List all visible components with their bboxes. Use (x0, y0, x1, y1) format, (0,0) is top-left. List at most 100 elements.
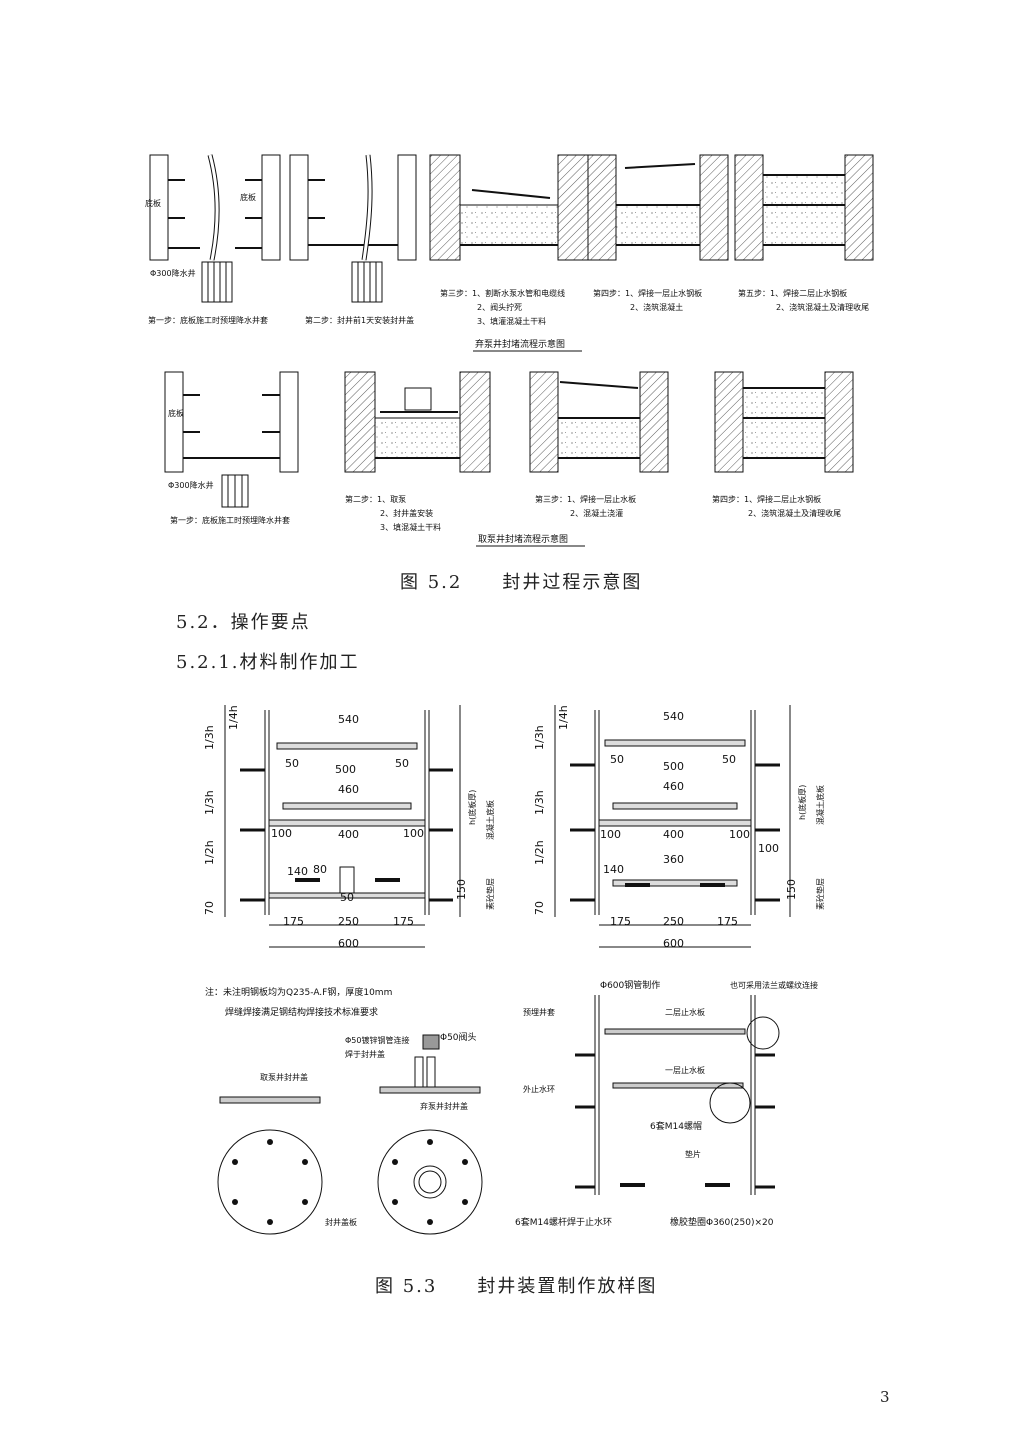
dim: 1/4h (557, 705, 570, 730)
top-step3-line2: 2、阀头拧死 (477, 302, 522, 312)
top-step3-line1: 第三步：1、割断水泵水管和电缆线 (440, 288, 565, 298)
bottom-step2-line1: 第二步：1、取泵 (345, 494, 406, 504)
dim: 250 (663, 915, 684, 928)
dim: 100 (403, 827, 424, 840)
dim: 500 (663, 760, 684, 773)
top-step4-line2: 2、浇筑混凝土 (630, 302, 683, 312)
dim: 1/3h (203, 725, 216, 750)
cover-plate-label: 封井盖板 (325, 1217, 357, 1227)
top-step5 (734, 154, 874, 261)
bottom-step3 (529, 371, 669, 473)
layer2-label: 二层止水板 (665, 1007, 705, 1017)
assembly-drawing (575, 995, 780, 1195)
dim: 1/4h (227, 705, 240, 730)
dim: 400 (663, 828, 684, 841)
dim: 540 (338, 713, 359, 726)
dim: 50 (610, 753, 624, 766)
dim: 460 (338, 783, 359, 796)
pipe-label: Φ300降水井 (168, 480, 214, 490)
section-heading-5-2: 5.2．操作要点 (176, 612, 311, 633)
top-step4-line1: 第四步：1、焊接一层止水钢板 (593, 288, 702, 298)
sleeve-label: 预埋井套 (523, 1007, 555, 1017)
dim: 140 (603, 863, 624, 876)
side-label: 150 (455, 879, 468, 900)
bottom-step4-line1: 第四步：1、焊接二层止水钢板 (712, 494, 821, 504)
dim: 175 (283, 915, 304, 928)
dim: 70 (203, 901, 216, 915)
base-label: 底板 (168, 408, 184, 418)
top-flow-title: 弃泵井封堵流程示意图 (475, 338, 565, 350)
bottom-flow-title: 取泵井封堵流程示意图 (478, 533, 568, 545)
bottom-step2-line3: 3、填混凝土干料 (380, 522, 441, 532)
pipe-label: Φ300降水井 (150, 268, 196, 278)
side-label: h(底板厚) (797, 785, 807, 820)
outer-ring-label: 外止水环 (523, 1084, 555, 1094)
valve-label: Φ50阀头 (440, 1032, 477, 1043)
top-step5-line1: 第五步：1、焊接二层止水钢板 (738, 288, 847, 298)
dim: 1/2h (203, 840, 216, 865)
washer-label: 垫片 (685, 1149, 701, 1159)
side-label: 素砼垫层 (815, 878, 825, 910)
figure-5-3-diagram: 540 500 460 400 175 250 175 600 50 50 10… (203, 705, 825, 1235)
bottom-step4 (714, 371, 854, 473)
dim: 100 (729, 828, 750, 841)
dim: 50 (722, 753, 736, 766)
dim: 50 (395, 757, 409, 770)
dim: 70 (533, 901, 546, 915)
dim: 600 (663, 937, 684, 950)
bottom-step1: 底板 Φ300降水井 (164, 371, 299, 508)
flange-note: 也可采用法兰或螺纹连接 (730, 980, 818, 990)
bottom-step2 (344, 371, 491, 473)
dim: 1/3h (203, 790, 216, 815)
bottom-step1-text: 第一步：底板施工时预埋降水井套 (170, 515, 290, 525)
pipe-label: Φ50镀锌钢管连接 (345, 1035, 409, 1045)
bottom-step2-line2: 2、封井盖安装 (380, 508, 433, 518)
top-step2-text: 第二步：封井前1天安装封井盖 (305, 315, 414, 325)
bottom-step3-line2: 2、混凝土浇灌 (570, 508, 623, 518)
dim: 140 (287, 865, 308, 878)
dim: 500 (335, 763, 356, 776)
dim: 175 (393, 915, 414, 928)
dim: 460 (663, 780, 684, 793)
top-step1-text: 第一步：底板施工时预埋降水井套 (148, 315, 268, 325)
bolt-label: 6套M14螺杆焊于止水环 (515, 1216, 612, 1228)
left-elevation (224, 705, 461, 948)
figure-5-2-caption: 图 5.2 封井过程示意图 (400, 572, 643, 593)
side-label: 素砼垫层 (485, 878, 495, 910)
dim: 250 (338, 915, 359, 928)
pipe-label-2: 焊于封井盖 (345, 1049, 385, 1059)
steel-pipe-label: Φ600钢管制作 (600, 979, 660, 991)
note-line1: 注：未注明钢板均为Q235-A.F钢，厚度10mm (205, 986, 392, 998)
dim: 80 (313, 863, 327, 876)
figure-5-2-diagram: 底板 底板 Φ300降水井 第一步：底板施工时 (145, 154, 874, 547)
dim: 100 (271, 827, 292, 840)
dim: 600 (338, 937, 359, 950)
dim: 175 (717, 915, 738, 928)
dim: 1/3h (533, 725, 546, 750)
side-label: h(底板厚) (467, 790, 477, 825)
dim: 360 (663, 853, 684, 866)
side-label: 混凝土底板 (485, 800, 495, 840)
dim: 50 (285, 757, 299, 770)
layer1-label: 一层止水板 (665, 1065, 705, 1075)
top-step3-line3: 3、填灌混凝土干料 (477, 316, 546, 326)
qp-cover-label: 弃泵井封井盖 (420, 1101, 468, 1111)
base-label: 底板 (145, 198, 161, 208)
dim: 400 (338, 828, 359, 841)
top-step5-line2: 2、浇筑混凝土及清理收尾 (776, 302, 869, 312)
dim: 100 (758, 842, 779, 855)
figure-5-3-caption: 图 5.3 封井装置制作放样图 (375, 1276, 658, 1297)
note-line2: 焊缝焊接满足钢结构焊接技术标准要求 (225, 1006, 378, 1018)
top-step2 (289, 154, 417, 303)
dim: 540 (663, 710, 684, 723)
top-step4 (587, 154, 729, 261)
right-elevation (554, 705, 791, 948)
base-label: 底板 (240, 192, 256, 202)
top-step1: 底板 底板 Φ300降水井 (145, 154, 281, 303)
dim: 100 (600, 828, 621, 841)
side-label: 混凝土底板 (815, 785, 825, 825)
bottom-step3-line1: 第三步：1、焊接一层止水板 (535, 494, 636, 504)
side-label: 150 (785, 879, 798, 900)
section-heading-5-2-1: 5.2.1.材料制作加工 (176, 652, 360, 673)
dim: 50 (340, 891, 354, 904)
